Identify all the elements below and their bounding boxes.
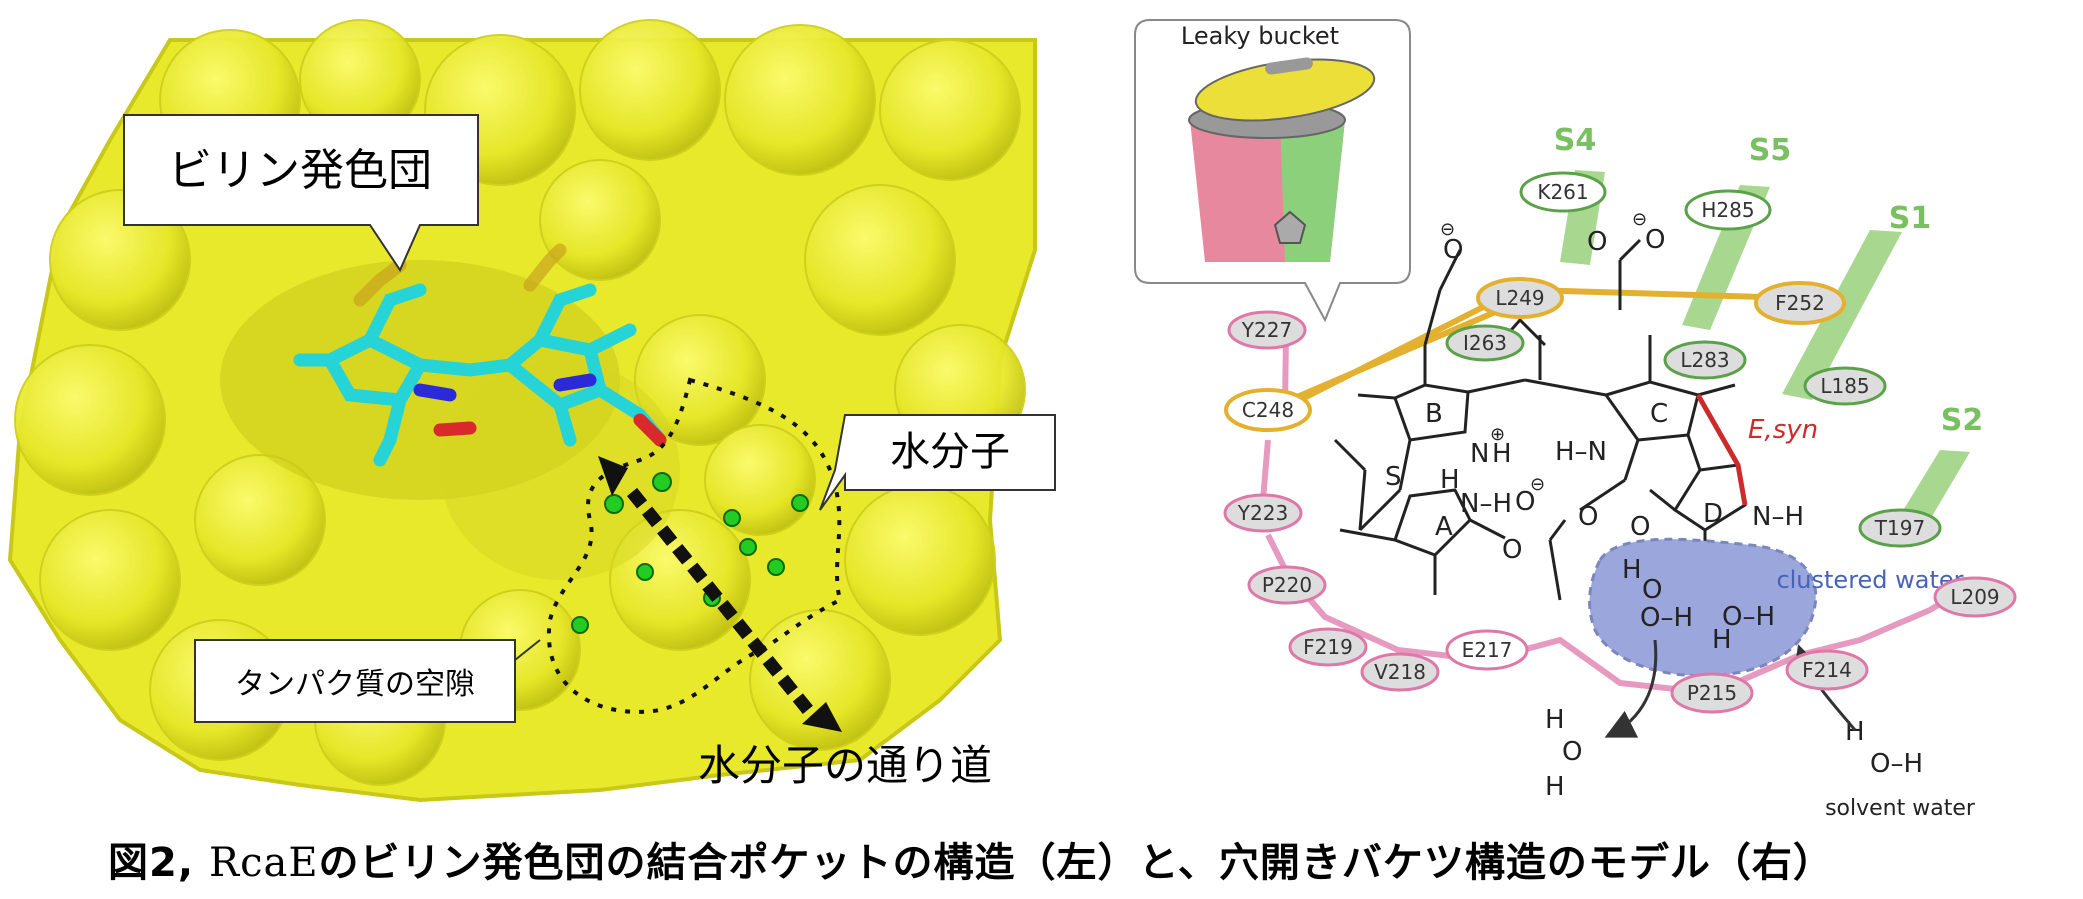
atom-h-b: H (1492, 439, 1512, 469)
callout-cavity-text: タンパク質の空隙 (235, 667, 475, 702)
ring-d-highlight (1695, 393, 1748, 506)
atom-h-a: H (1440, 465, 1460, 495)
caption-protein: RcaE (208, 840, 319, 886)
strand-label-s1: S1 (1889, 201, 1931, 236)
chromophore-skeleton (1333, 238, 1747, 601)
svg-text:P215: P215 (1687, 681, 1737, 705)
atom-o-ring-a: O (1502, 535, 1522, 565)
atom-s: S (1385, 462, 1402, 492)
charge-plus: ⊕ (1490, 424, 1505, 445)
svg-text:F219: F219 (1303, 635, 1353, 659)
residue-p220: P220 (1247, 565, 1327, 605)
ring-d: D (1703, 499, 1723, 529)
svg-text:I263: I263 (1463, 331, 1507, 355)
water-path-arrow (598, 456, 842, 732)
ring-c: C (1650, 399, 1668, 429)
svg-text:L185: L185 (1820, 374, 1869, 398)
atom-nh-b: N (1470, 439, 1489, 469)
callout-water: 水分子 (819, 414, 1056, 511)
caption-suffix: のビリン発色団の結合ポケットの構造（左）と、穴開きバケツ構造のモデル（右） (318, 840, 1834, 886)
residue-i263: I263 (1445, 324, 1525, 362)
atom-o-e217: O (1578, 502, 1598, 532)
bucket-label: Leaky bucket (1181, 22, 1339, 50)
residue-p215: P215 (1670, 672, 1754, 714)
svg-text:V218: V218 (1374, 660, 1426, 684)
residue-l209: L209 (1933, 576, 2017, 618)
residue-f214: F214 (1785, 649, 1869, 691)
callout-cavity: タンパク質の空隙 (194, 639, 541, 723)
svg-text:K261: K261 (1537, 180, 1588, 204)
residue-k261: K261 (1519, 171, 1607, 213)
yellow-links (1288, 287, 1796, 403)
residue-f219: F219 (1288, 627, 1368, 667)
bilin-chromophore (293, 243, 667, 467)
residue-v218: V218 (1360, 652, 1440, 692)
svg-text:L283: L283 (1680, 348, 1729, 372)
solvent-water-oh: O–H (1870, 749, 1923, 779)
released-water-o: O (1562, 737, 1582, 767)
svg-text:F252: F252 (1775, 291, 1825, 315)
charge-minus-1: ⊖ (1440, 219, 1455, 240)
released-water-h1: H (1545, 705, 1565, 735)
svg-text:P220: P220 (1262, 573, 1312, 597)
leaky-bucket-panel: S4 S5 S1 S2 (1134, 19, 2017, 821)
svg-text:Y227: Y227 (1241, 318, 1292, 342)
residue-l185: L185 (1803, 366, 1887, 406)
atom-nh-a: N–H (1460, 489, 1512, 519)
svg-text:H285: H285 (1701, 198, 1754, 222)
water1-o: O (1642, 575, 1662, 605)
svg-text:F214: F214 (1802, 658, 1852, 682)
water-molecules (571, 472, 809, 634)
water1-oh: O–H (1640, 603, 1693, 633)
svg-text:L249: L249 (1495, 286, 1544, 310)
svg-text:T197: T197 (1874, 516, 1925, 540)
charge-minus-3: ⊖ (1530, 474, 1545, 495)
callout-bilin: ビリン発色団 (123, 114, 479, 273)
residue-y223: Y223 (1223, 493, 1303, 533)
strand-label-s5: S5 (1749, 133, 1791, 168)
protein-surface-panel: ビリン発色団 水分子 タンパク質の空隙 水分子の通り道 (0, 19, 1056, 810)
residue-y227: Y227 (1227, 310, 1307, 350)
water2-oh: O–H (1722, 602, 1775, 632)
svg-text:Y223: Y223 (1237, 501, 1288, 525)
charge-minus-2: ⊖ (1632, 209, 1647, 230)
atom-o-center: O (1515, 487, 1535, 517)
water-path-label: 水分子の通り道 (698, 741, 992, 790)
svg-text:C248: C248 (1242, 398, 1294, 422)
released-water-h2: H (1545, 772, 1565, 802)
strand-label-s2: S2 (1941, 403, 1983, 438)
residue-t197: T197 (1858, 508, 1942, 548)
ring-a: A (1435, 512, 1453, 542)
water2-h: H (1712, 625, 1732, 655)
clustered-water-label: clustered water (1776, 566, 1963, 594)
svg-text:E217: E217 (1462, 638, 1513, 662)
residue-l283: L283 (1663, 340, 1747, 380)
solvent-water-label: solvent water (1825, 796, 1976, 821)
callout-water-text: 水分子 (890, 429, 1010, 475)
callout-bilin-text: ビリン発色団 (168, 145, 432, 196)
residue-e217: E217 (1445, 629, 1529, 671)
residue-h285: H285 (1684, 189, 1772, 231)
residue-f252: F252 (1754, 281, 1846, 325)
figure-caption: 図2, RcaEのビリン発色団の結合ポケットの構造（左）と、穴開きバケツ構造のモ… (108, 830, 1834, 888)
figure: ビリン発色団 水分子 タンパク質の空隙 水分子の通り道 S4 S5 S1 S2 (0, 19, 2017, 821)
water1-h-top: H (1622, 555, 1642, 585)
isomer-label: E,syn (1748, 415, 1818, 445)
ring-b: B (1425, 399, 1443, 429)
atom-nh-d: N–H (1752, 502, 1804, 532)
caption-prefix: 図2, (108, 840, 209, 886)
atom-o-carb2: O (1443, 235, 1463, 265)
atom-o-e217b: O (1630, 512, 1650, 542)
svg-text:L209: L209 (1950, 585, 1999, 609)
release-arrow (1604, 639, 1658, 738)
leaky-bucket-bubble: Leaky bucket (1134, 19, 1411, 323)
residue-c248: C248 (1224, 388, 1312, 432)
residue-l249: L249 (1476, 277, 1564, 319)
atom-o-carb3: O (1587, 227, 1607, 257)
atom-o-carb4: O (1645, 225, 1665, 255)
atom-hn-c: H–N (1555, 437, 1607, 467)
strand-label-s4: S4 (1554, 123, 1596, 158)
